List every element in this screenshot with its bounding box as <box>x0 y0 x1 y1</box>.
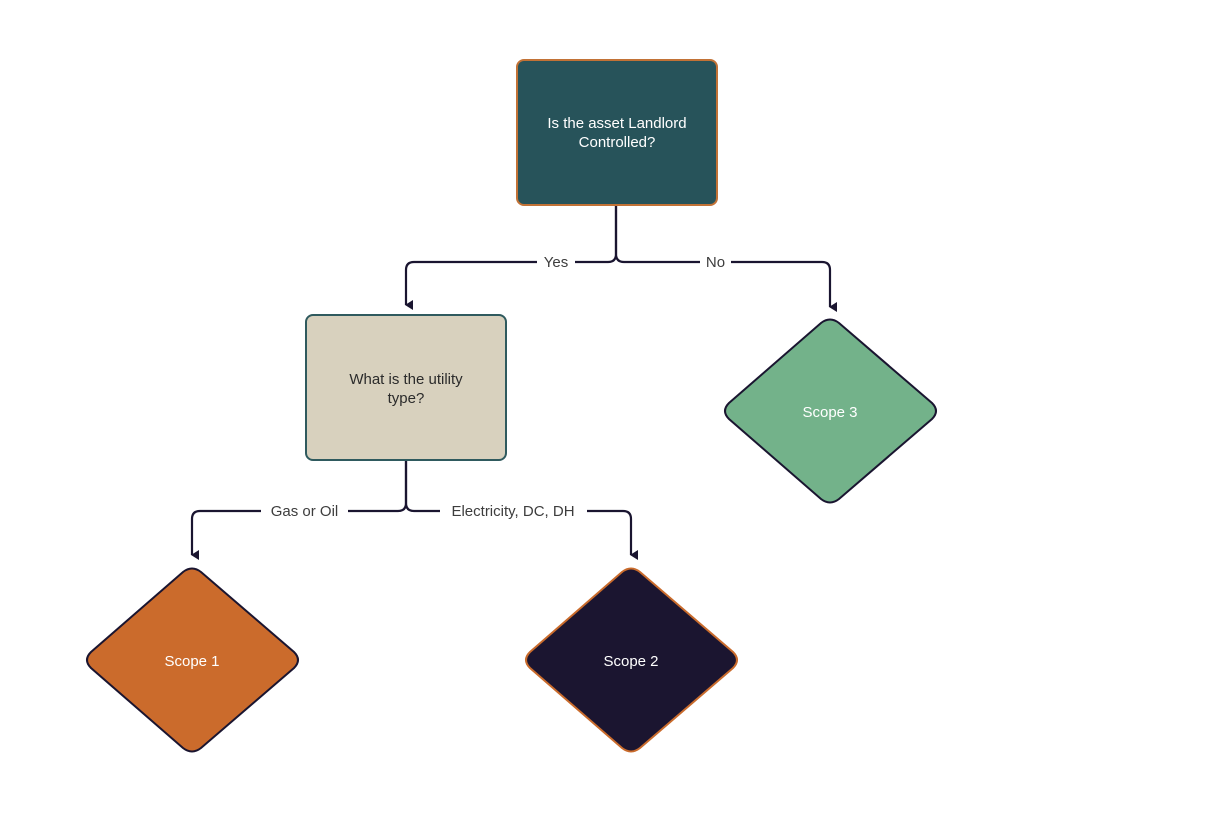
connector-yes[interactable] <box>404 205 618 310</box>
svg-text:Electricity, DC, DH: Electricity, DC, DH <box>451 503 574 520</box>
svg-text:Yes: Yes <box>544 254 568 271</box>
svg-text:Is the asset Landlord: Is the asset Landlord <box>547 115 686 132</box>
svg-text:Controlled?: Controlled? <box>579 134 656 151</box>
svg-text:Scope 1: Scope 1 <box>164 653 219 670</box>
svg-text:Scope 3: Scope 3 <box>802 404 857 421</box>
node-landlord-controlled[interactable]: Is the asset Landlord Controlled? <box>516 59 718 206</box>
svg-text:No: No <box>706 254 725 271</box>
node-utility-type[interactable]: What is the utility type? <box>305 314 507 461</box>
svg-text:type?: type? <box>388 390 425 407</box>
edge-label-yes: Yes <box>537 252 575 272</box>
node-scope-2[interactable]: Scope 2 <box>525 567 738 753</box>
edge-label-electricity: Electricity, DC, DH <box>440 501 587 521</box>
svg-text:Gas or Oil: Gas or Oil <box>271 503 339 520</box>
node-scope-1[interactable]: Scope 1 <box>86 567 299 753</box>
svg-text:What is the utility: What is the utility <box>349 371 463 388</box>
node-scope-3[interactable]: Scope 3 <box>724 318 937 504</box>
edge-label-gas-oil: Gas or Oil <box>261 501 348 521</box>
svg-text:Scope 2: Scope 2 <box>603 653 658 670</box>
edge-label-no: No <box>700 252 731 272</box>
